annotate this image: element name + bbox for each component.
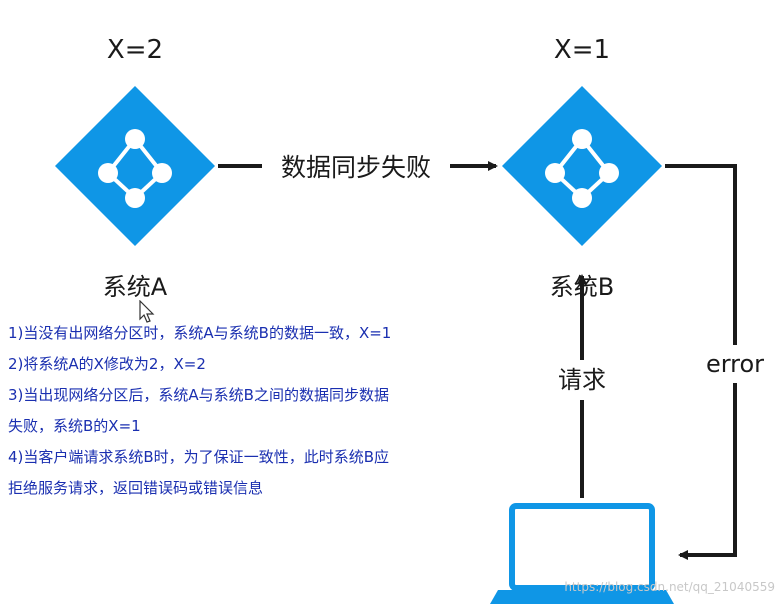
explanation-notes: 1)当没有出网络分区时，系统A与系统B的数据一致，X=1 2)将系统A的X修改为… xyxy=(8,318,508,504)
request-label-bg xyxy=(546,360,618,400)
note-line-6: 拒绝服务请求，返回错误码或错误信息 xyxy=(8,479,264,497)
node-a-value: X=2 xyxy=(107,35,163,65)
error-label-bg xyxy=(695,345,775,383)
mouse-cursor-icon xyxy=(139,300,155,323)
node-b-icon xyxy=(502,86,662,246)
note-line-3: 3)当出现网络分区后，系统A与系统B之间的数据同步数据 xyxy=(8,386,389,404)
note-line-2: 2)将系统A的X修改为2，X=2 xyxy=(8,355,206,373)
note-line-4: 失败，系统B的X=1 xyxy=(8,417,141,435)
error-label: error xyxy=(706,350,764,378)
laptop-icon xyxy=(490,503,674,604)
node-b-value: X=1 xyxy=(554,35,610,65)
node-a-icon xyxy=(55,86,215,246)
sync-fail-label: 数据同步失败 xyxy=(281,153,431,182)
watermark: https://blog.csdn.net/qq_21040559 xyxy=(564,580,775,594)
request-label: 请求 xyxy=(558,366,606,394)
note-line-1: 1)当没有出网络分区时，系统A与系统B的数据一致，X=1 xyxy=(8,324,392,342)
note-line-5: 4)当客户端请求系统B时，为了保证一致性，此时系统B应 xyxy=(8,448,389,466)
node-a-name: 系统A xyxy=(103,273,168,301)
